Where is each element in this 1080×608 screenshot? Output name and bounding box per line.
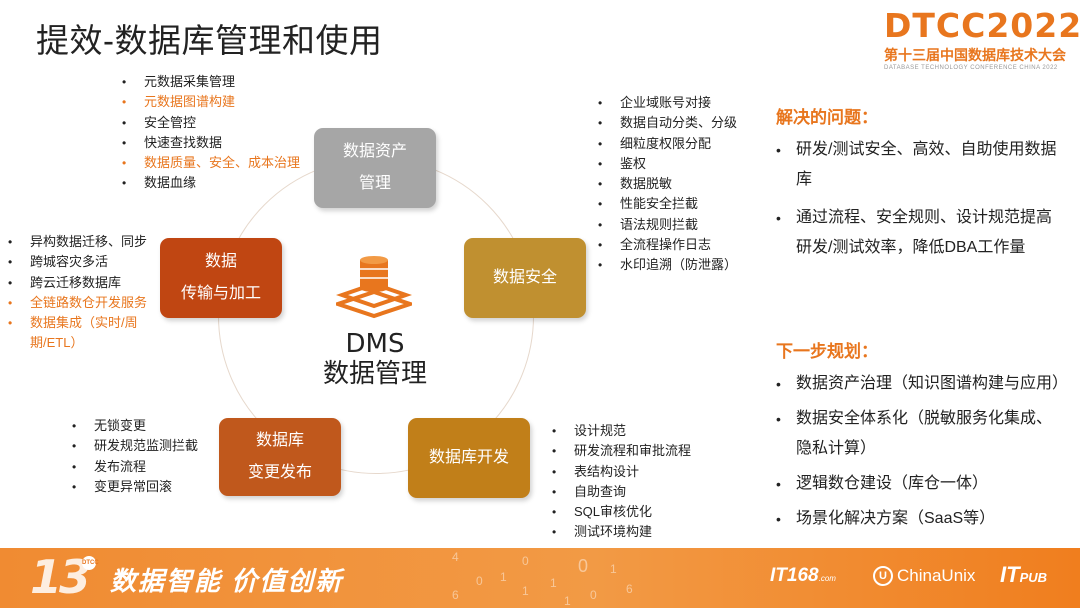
- itpub-logo-suffix: PUB: [1019, 570, 1048, 585]
- list-item: 数据自动分类、分级: [596, 113, 737, 134]
- problems-heading: 解决的问题：: [776, 108, 878, 127]
- list-item: 跨城容灾多活: [6, 252, 160, 273]
- dms-label: DMS: [345, 329, 405, 359]
- footer-13-mark: 13: [30, 550, 91, 604]
- box-db-dev-label: 数据库开发: [428, 449, 509, 466]
- logo-main-text: DTCC2022: [884, 6, 1080, 45]
- list-item: 元数据采集管理: [120, 72, 300, 93]
- box-data-asset-line2: 管理: [358, 175, 391, 192]
- box-data-transfer: 数据 传输与加工: [160, 238, 282, 318]
- list-item: 元数据图谱构建: [120, 92, 300, 113]
- database-stack-icon: [336, 256, 412, 319]
- list-item: 跨云迁移数据库: [6, 273, 160, 294]
- deco-digit: 0: [476, 574, 483, 588]
- list-item: 测试环境构建: [550, 522, 691, 543]
- deco-digit: 0: [578, 556, 589, 576]
- deco-digit: 6: [452, 588, 459, 602]
- list-item: 全链路数仓开发服务: [6, 293, 160, 314]
- list-item: 无锁变更: [70, 416, 198, 437]
- asset-feature-list: 元数据采集管理 元数据图谱构建 安全管控 快速查找数据 数据质量、安全、成本治理…: [120, 72, 300, 194]
- list-item: 发布流程: [70, 457, 198, 478]
- footer-13-badge: DTCC: [82, 556, 99, 570]
- list-item: 设计规范: [550, 421, 691, 442]
- deco-digit: 6: [626, 582, 633, 596]
- deco-digit: 1: [564, 594, 571, 608]
- dev-feature-list: 设计规范 研发流程和审批流程 表结构设计 自助查询 SQL审核优化 测试环境构建: [550, 421, 691, 543]
- release-feature-list: 无锁变更 研发规范监测拦截 发布流程 变更异常回滚: [70, 416, 198, 497]
- chinaunix-logo: U ChinaUnix: [873, 566, 975, 586]
- next-steps-heading: 下一步规划：: [776, 342, 878, 361]
- page-title: 提效-数据库管理和使用: [36, 22, 383, 59]
- list-item: 数据集成（实时/周期/ETL）: [6, 313, 160, 354]
- deco-digit: 1: [550, 576, 557, 590]
- deco-digit: 1: [610, 562, 617, 576]
- deco-digit: 4: [452, 550, 459, 564]
- it168-logo: IT168.com: [770, 565, 836, 587]
- footer-decoration: 4 1 0 1 0 6 1 0 1 0 6 1: [440, 548, 640, 608]
- itpub-logo-text: IT: [1000, 562, 1020, 587]
- box-data-asset-line1: 数据资产: [342, 143, 407, 160]
- list-item: 场景化解决方案（SaaS等）: [776, 504, 1066, 534]
- footer-bar: 4 1 0 1 0 6 1 0 1 0 6 1 13 DTCC 数据智能 价值创…: [0, 548, 1080, 608]
- box-data-security: 数据安全: [464, 238, 586, 318]
- list-item: 异构数据迁移、同步: [6, 232, 160, 253]
- deco-digit: 0: [590, 588, 597, 602]
- list-item: 表结构设计: [550, 462, 691, 483]
- box-data-asset: 数据资产 管理: [314, 128, 436, 208]
- list-item: 语法规则拦截: [596, 215, 737, 236]
- list-item: 数据安全体系化（脱敏服务化集成、隐私计算）: [776, 404, 1066, 464]
- list-item: 研发规范监测拦截: [70, 436, 198, 457]
- box-db-release-line2: 变更发布: [247, 464, 312, 481]
- list-item: 研发流程和审批流程: [550, 441, 691, 462]
- list-item: 水印追溯（防泄露）: [596, 255, 737, 276]
- list-item: 数据血缘: [120, 173, 300, 194]
- list-item: SQL审核优化: [550, 502, 691, 523]
- list-item: 自助查询: [550, 482, 691, 503]
- list-item: 性能安全拦截: [596, 194, 737, 215]
- list-item: 研发/测试安全、高效、自助使用数据库: [776, 135, 1066, 195]
- list-item: 鉴权: [596, 154, 737, 175]
- it168-logo-suffix: .com: [818, 574, 836, 583]
- list-item: 数据资产治理（知识图谱构建与应用）: [776, 369, 1068, 399]
- logo-sub-text: 第十三届中国数据库技术大会: [884, 47, 1066, 63]
- it168-logo-text: IT168: [770, 565, 819, 586]
- box-db-release-line1: 数据库: [255, 432, 304, 449]
- logo-en-text: DATABASE TECHNOLOGY CONFERENCE CHINA 202…: [884, 65, 1058, 71]
- list-item: 变更异常回滚: [70, 477, 198, 498]
- list-item: 数据质量、安全、成本治理: [120, 153, 300, 174]
- transfer-feature-list: 异构数据迁移、同步 跨城容灾多活 跨云迁移数据库 全链路数仓开发服务 数据集成（…: [6, 232, 160, 354]
- list-item: 细粒度权限分配: [596, 134, 737, 155]
- list-item: 逻辑数仓建设（库仓一体）: [776, 469, 1066, 499]
- list-item: 快速查找数据: [120, 133, 300, 154]
- dtcc-logo: DTCC2022 第十三届中国数据库技术大会 DATABASE TECHNOLO…: [884, 6, 1080, 80]
- box-db-release: 数据库 变更发布: [219, 418, 341, 496]
- list-item: 数据脱敏: [596, 174, 737, 195]
- deco-digit: 1: [500, 570, 507, 584]
- footer-slogan: 数据智能 价值创新: [110, 566, 344, 596]
- box-data-security-label: 数据安全: [492, 269, 557, 286]
- box-data-transfer-line2: 传输与加工: [180, 285, 261, 302]
- list-item: 企业域账号对接: [596, 93, 737, 114]
- problems-list: 研发/测试安全、高效、自助使用数据库 通过流程、安全规则、设计规范提高研发/测试…: [776, 135, 1066, 263]
- chinaunix-logo-text: ChinaUnix: [897, 566, 976, 585]
- list-item: 通过流程、安全规则、设计规范提高研发/测试效率，降低DBA工作量: [776, 203, 1066, 263]
- list-item: 全流程操作日志: [596, 235, 737, 256]
- dms-sub-label: 数据管理: [322, 358, 427, 388]
- security-feature-list: 企业域账号对接 数据自动分类、分级 细粒度权限分配 鉴权 数据脱敏 性能安全拦截…: [596, 93, 737, 276]
- deco-digit: 0: [522, 554, 529, 568]
- chinaunix-icon: U: [873, 566, 893, 586]
- box-data-transfer-line1: 数据: [204, 253, 237, 270]
- itpub-logo: ITPUB: [1000, 562, 1047, 588]
- deco-digit: 1: [522, 584, 529, 598]
- box-db-dev: 数据库开发: [408, 418, 530, 498]
- list-item: 安全管控: [120, 113, 300, 134]
- next-steps-list: 数据资产治理（知识图谱构建与应用） 数据安全体系化（脱敏服务化集成、隐私计算） …: [776, 369, 1068, 534]
